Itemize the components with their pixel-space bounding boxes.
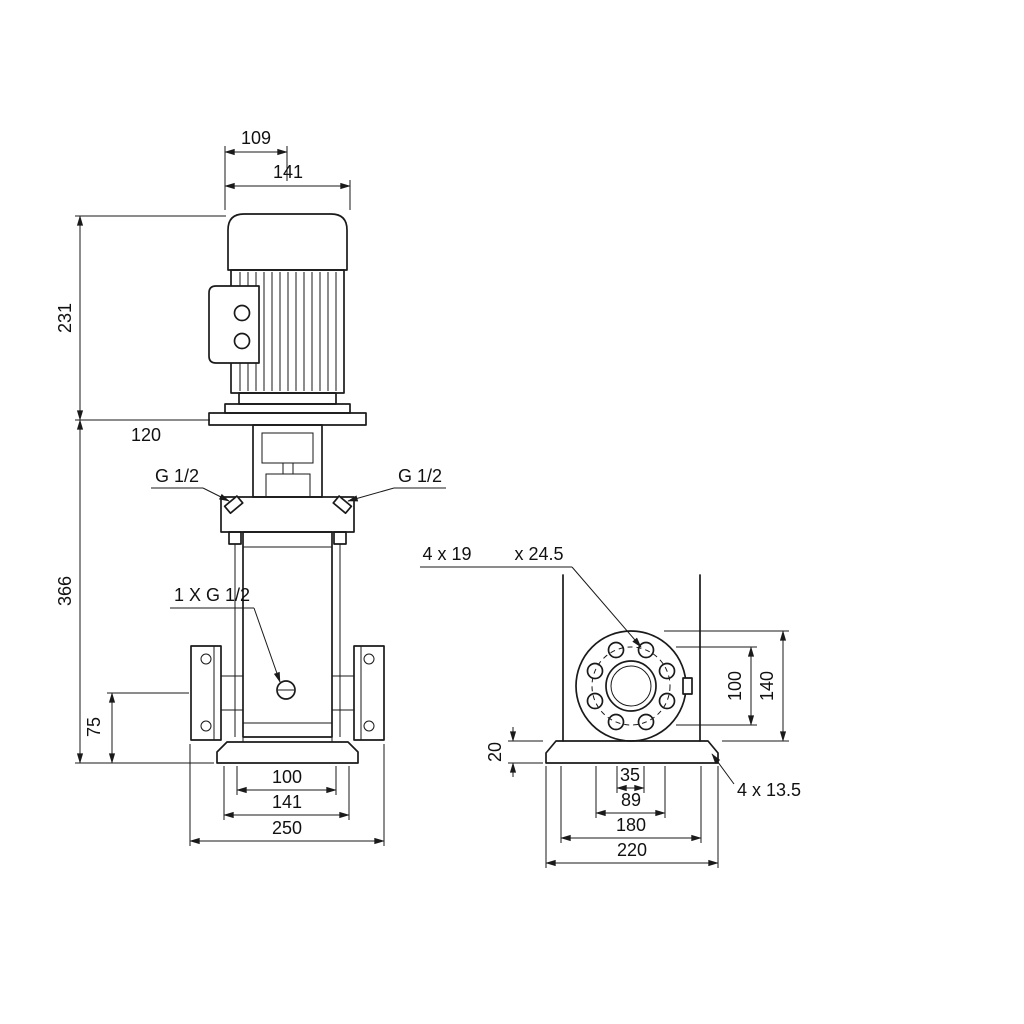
- dim-75-label: 75: [84, 717, 104, 737]
- drain-plug-label: 1 X G 1/2: [174, 585, 250, 605]
- drain-plug: [276, 680, 296, 700]
- pump-head: [220, 495, 355, 545]
- flange-counterbore-label: x 24.5: [514, 544, 563, 564]
- front-view: 109 141 231 120 366 G 1/2 G 1/2 1 X G 1/…: [55, 128, 446, 846]
- dim-109-label: 109: [241, 128, 271, 148]
- dim-180-label: 180: [616, 815, 646, 835]
- dim-35-label: 35: [620, 765, 640, 785]
- plug-right: [332, 495, 353, 515]
- cable-entry-top: [233, 304, 251, 322]
- flange-left: [190, 645, 243, 741]
- flange-right: [332, 645, 385, 741]
- cable-entry-bottom: [233, 332, 251, 350]
- base-holes-label: 4 x 13.5: [737, 780, 801, 800]
- dim-89-label: 89: [621, 790, 641, 810]
- coupling-guard: [252, 424, 323, 498]
- chamber-stack: [234, 531, 341, 738]
- dim-220-label: 220: [617, 840, 647, 860]
- dim-250-label: 250: [272, 818, 302, 838]
- sleeve-silhouette: [562, 574, 701, 742]
- dim-141-bottom-label: 141: [272, 792, 302, 812]
- base-plate-front: [216, 737, 359, 764]
- dim-20-label: 20: [485, 742, 505, 762]
- plug-left: [223, 495, 244, 515]
- base-plate-side: [545, 740, 719, 764]
- plug-left-label: G 1/2: [155, 466, 199, 486]
- dim-140-label: 140: [757, 671, 777, 701]
- nameplate-clip: [682, 677, 693, 695]
- dim-100-right-label: 100: [725, 671, 745, 701]
- terminal-box: [208, 285, 260, 364]
- dim-141-top-label: 141: [273, 162, 303, 182]
- front-dimensions: 109 141 231 120 366 G 1/2 G 1/2 1 X G 1/…: [55, 128, 446, 846]
- flange-holes-label: 4 x 19: [422, 544, 471, 564]
- motor-outline: [208, 213, 367, 426]
- side-dimensions: 4 x 19 x 24.5 20 100 140 35 89 180 22: [420, 544, 801, 868]
- side-view: 4 x 19 x 24.5 20 100 140 35 89 180 22: [420, 544, 801, 868]
- flange-face: [575, 630, 693, 742]
- dim-366-label: 366: [55, 576, 75, 606]
- plug-right-label: G 1/2: [398, 466, 442, 486]
- dim-120-label: 120: [131, 425, 161, 445]
- dim-231-label: 231: [55, 303, 75, 333]
- dim-100-bottom-label: 100: [272, 767, 302, 787]
